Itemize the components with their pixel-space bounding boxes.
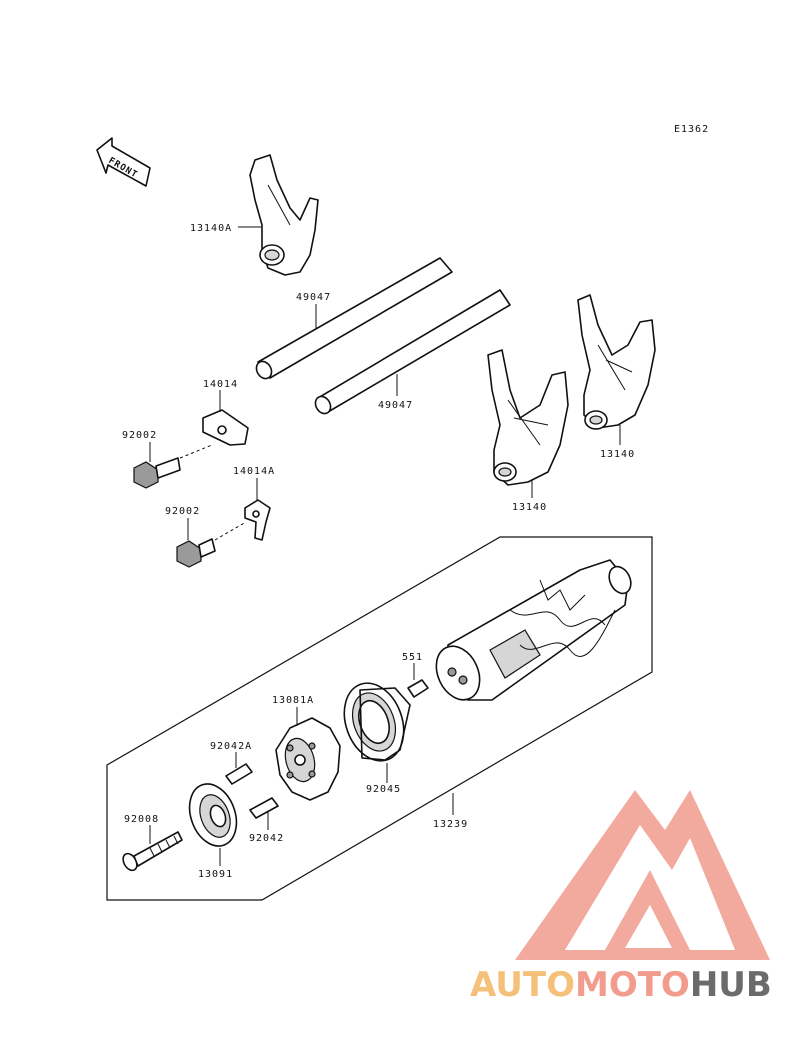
star-13081a bbox=[275, 717, 341, 801]
drum-assembly-frame bbox=[106, 536, 653, 901]
label-star: 13081A bbox=[272, 695, 314, 706]
label-fork-right: 13140 bbox=[600, 449, 635, 460]
pin-551 bbox=[407, 679, 429, 698]
label-fork-middle: 13140 bbox=[512, 502, 547, 513]
label-plate-b: 14014A bbox=[233, 466, 275, 477]
shift-fork-13140-right bbox=[577, 294, 656, 430]
shift-rod-2 bbox=[314, 289, 511, 415]
bolt-92002-upper bbox=[133, 444, 213, 489]
label-bearing: 92045 bbox=[366, 784, 401, 795]
watermark-text: AUTOMOTOHUB bbox=[470, 965, 772, 1005]
label-plate-a: 14014 bbox=[203, 379, 238, 390]
label-pin-551: 551 bbox=[402, 652, 423, 663]
label-13140a: 13140A bbox=[190, 223, 232, 234]
shift-rod-1 bbox=[255, 257, 453, 380]
plate-14014 bbox=[202, 409, 249, 446]
pin-92042a bbox=[225, 763, 253, 785]
label-pin-b: 92042 bbox=[249, 833, 284, 844]
bearing-92045 bbox=[343, 682, 411, 762]
shift-drum-13239 bbox=[435, 559, 632, 701]
label-rod-2: 49047 bbox=[378, 400, 413, 411]
label-bolt-b: 92002 bbox=[165, 506, 200, 517]
label-bolt-a: 92002 bbox=[122, 430, 157, 441]
pin-92042 bbox=[249, 797, 279, 819]
shift-fork-13140a bbox=[249, 154, 319, 276]
holder-13091 bbox=[188, 783, 238, 847]
plate-14014a bbox=[244, 499, 271, 541]
screw-92008 bbox=[122, 831, 183, 872]
shift-fork-13140-middle bbox=[487, 349, 569, 486]
logo-triangle-icon bbox=[515, 790, 770, 960]
label-rod-1: 49047 bbox=[296, 292, 331, 303]
label-screw: 92008 bbox=[124, 814, 159, 825]
diagram-code: E1362 bbox=[674, 124, 709, 135]
label-drum: 13239 bbox=[433, 819, 468, 830]
bolt-92002-lower bbox=[176, 521, 247, 568]
label-holder: 13091 bbox=[198, 869, 233, 880]
label-pin-a: 92042A bbox=[210, 741, 252, 752]
automotohub-logo bbox=[515, 790, 770, 960]
front-arrow-icon: FRONT bbox=[96, 137, 151, 187]
